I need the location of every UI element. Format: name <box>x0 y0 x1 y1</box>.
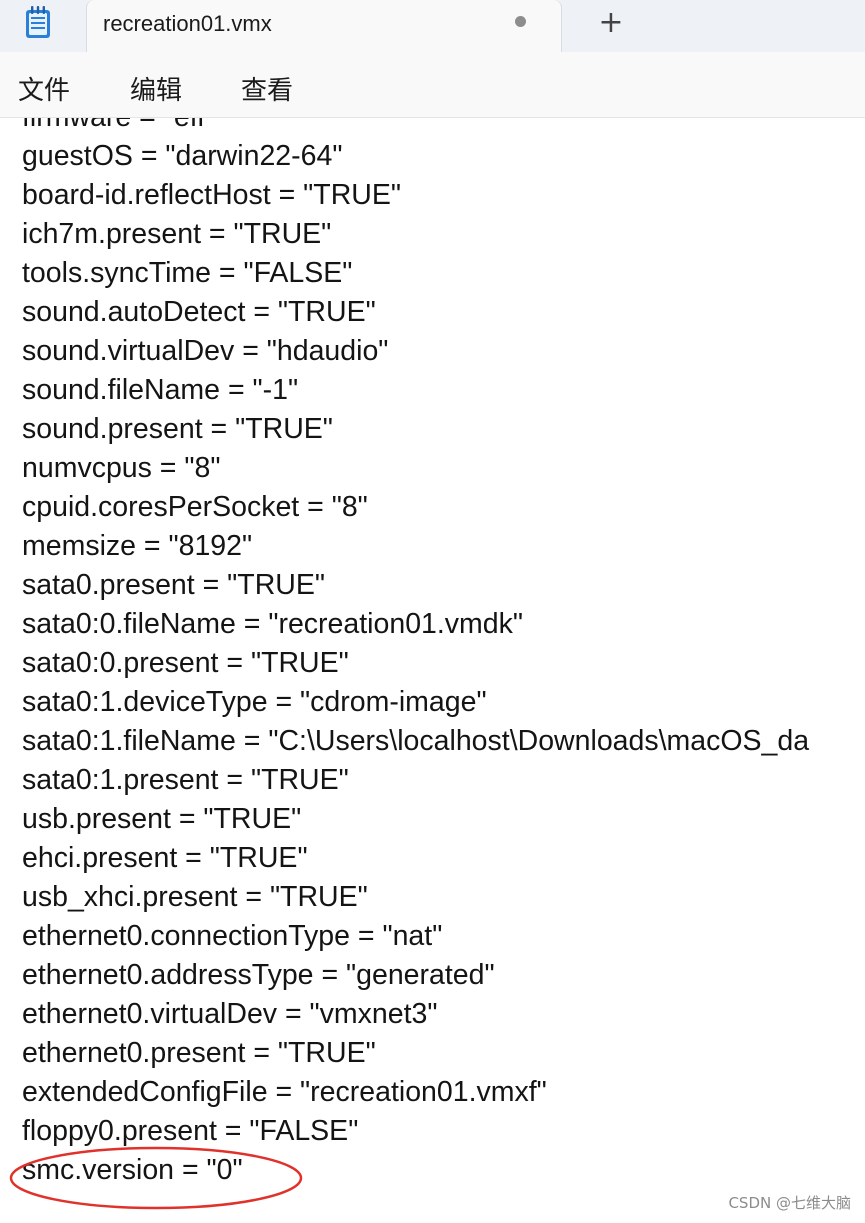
editor-line: sound.virtualDev = "hdaudio" <box>22 335 389 367</box>
unsaved-dot-icon[interactable] <box>515 16 526 27</box>
text-editor[interactable]: firmware = "efi" guestOS = "darwin22-64"… <box>0 118 865 1223</box>
editor-line: sata0:1.present = "TRUE" <box>22 764 349 796</box>
editor-line: extendedConfigFile = "recreation01.vmxf" <box>22 1076 547 1108</box>
tab-title: recreation01.vmx <box>103 11 272 36</box>
editor-line: sata0:0.fileName = "recreation01.vmdk" <box>22 608 524 640</box>
tab-strip: recreation01.vmx + <box>0 0 865 53</box>
new-tab-button[interactable]: + <box>594 6 628 40</box>
editor-line: ich7m.present = "TRUE" <box>22 218 332 250</box>
editor-line: ethernet0.addressType = "generated" <box>22 959 495 991</box>
editor-line: firmware = "efi" <box>22 118 809 137</box>
editor-lines: firmware = "efi" guestOS = "darwin22-64"… <box>22 118 809 1190</box>
notepad-icon <box>26 6 50 38</box>
menu-file[interactable]: 文件 <box>18 76 71 106</box>
menu-bar: 文件 编辑 查看 <box>0 52 865 118</box>
menu-edit[interactable]: 编辑 <box>130 76 183 106</box>
editor-line: sound.autoDetect = "TRUE" <box>22 296 376 328</box>
editor-line: usb_xhci.present = "TRUE" <box>22 881 368 913</box>
editor-line: ethernet0.present = "TRUE" <box>22 1037 376 1069</box>
editor-line: sound.present = "TRUE" <box>22 413 333 445</box>
editor-line: sata0:1.deviceType = "cdrom-image" <box>22 686 487 718</box>
editor-line: usb.present = "TRUE" <box>22 803 302 835</box>
csdn-watermark: CSDN @七维大脑 <box>728 1194 851 1212</box>
menu-view[interactable]: 查看 <box>241 76 294 106</box>
editor-line: ethernet0.virtualDev = "vmxnet3" <box>22 998 438 1030</box>
editor-line: floppy0.present = "FALSE" <box>22 1115 359 1147</box>
editor-line: cpuid.coresPerSocket = "8" <box>22 491 368 523</box>
editor-line: sound.fileName = "-1" <box>22 374 299 406</box>
editor-line: sata0:1.fileName = "C:\Users\localhost\D… <box>22 725 810 757</box>
editor-line: ethernet0.connectionType = "nat" <box>22 920 443 952</box>
editor-line: guestOS = "darwin22-64" <box>22 140 343 172</box>
tab-recreation01-vmx[interactable]: recreation01.vmx <box>86 0 562 53</box>
editor-line: sata0.present = "TRUE" <box>22 569 325 601</box>
editor-line: board-id.reflectHost = "TRUE" <box>22 179 401 211</box>
editor-line: memsize = "8192" <box>22 530 253 562</box>
editor-line: numvcpus = "8" <box>22 452 221 484</box>
editor-line: tools.syncTime = "FALSE" <box>22 257 353 289</box>
editor-line: sata0:0.present = "TRUE" <box>22 647 349 679</box>
editor-line: ehci.present = "TRUE" <box>22 842 308 874</box>
red-ellipse-annotation <box>9 1146 303 1210</box>
plus-icon: + <box>598 5 624 40</box>
